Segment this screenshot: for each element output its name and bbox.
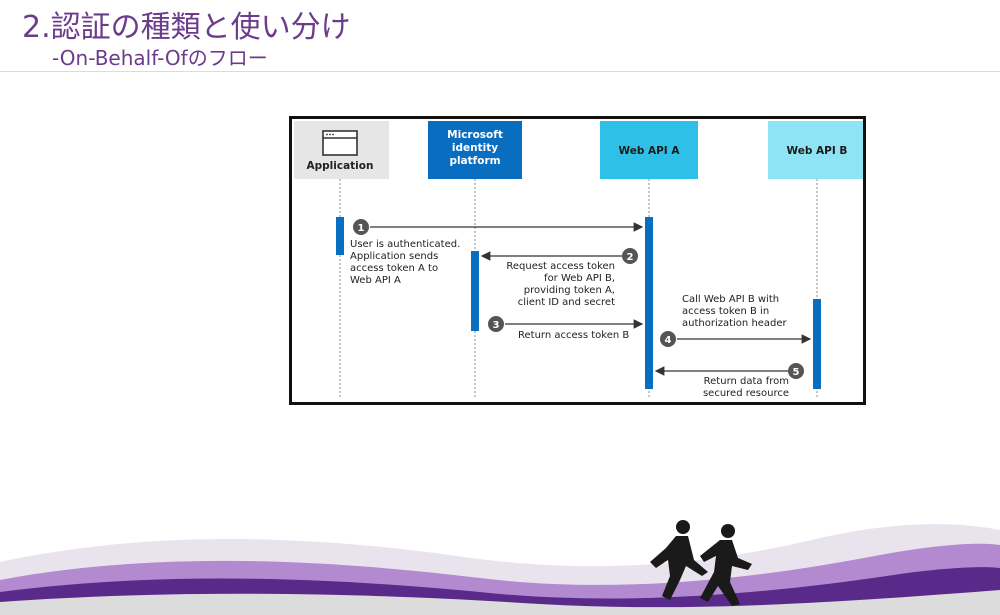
participant-identity-platform-box <box>428 121 522 179</box>
participant-web-api-a: Web API A <box>600 121 698 179</box>
step-1: 1 User is authenticated. Application sen… <box>350 219 644 286</box>
step-2: 2 Request access token for Web API B, pr… <box>480 248 638 308</box>
slide-title: 2.認証の種類と使い分け <box>22 10 351 45</box>
decorative-footer-wave <box>0 520 1000 615</box>
step-4-number: 4 <box>665 335 672 346</box>
step-5-circle <box>788 363 804 379</box>
participant-web-api-b-label: Web API B <box>787 145 848 157</box>
step-3-circle <box>488 316 504 332</box>
activation-web-api-a <box>645 217 653 389</box>
sequence-diagram-svg: Application Microsoft identity platform … <box>294 121 863 399</box>
runner-1-icon <box>650 520 708 600</box>
step-4-label-1: Call Web API B with <box>682 294 779 305</box>
participant-identity-platform: Microsoft identity platform <box>428 121 522 179</box>
step-1-label-3: access token A to <box>350 263 438 274</box>
activation-application <box>336 217 344 255</box>
step-3-number: 3 <box>493 320 500 331</box>
participant-identity-platform-label-1: Microsoft <box>447 129 503 141</box>
participant-identity-platform-label-2: identity <box>452 142 498 154</box>
step-2-label-3: providing token A, <box>524 285 615 296</box>
step-3-label-1: Return access token B <box>518 330 629 341</box>
step-1-circle <box>353 219 369 235</box>
activation-identity-platform <box>471 251 479 331</box>
participant-application-label: Application <box>307 160 374 172</box>
activation-web-api-b <box>813 299 821 389</box>
title-divider <box>0 71 1000 72</box>
step-2-label-4: client ID and secret <box>518 297 615 308</box>
step-3: 3 Return access token B <box>488 316 644 341</box>
participant-identity-platform-label-3: platform <box>449 155 500 167</box>
participant-application: Application <box>294 121 389 179</box>
obo-sequence-diagram: Application Microsoft identity platform … <box>289 116 866 405</box>
step-5-number: 5 <box>793 367 800 378</box>
slide-subtitle: -On-Behalf-Ofのフロー <box>52 46 268 70</box>
runner-2-icon <box>700 524 752 606</box>
step-4: 4 Call Web API B with access token B in … <box>660 294 812 347</box>
step-1-number: 1 <box>358 223 365 234</box>
participant-web-api-b: Web API B <box>768 121 863 179</box>
participant-web-api-b-box <box>768 121 863 179</box>
step-1-label-2: Application sends <box>350 251 438 262</box>
step-4-label-2: access token B in <box>682 306 769 317</box>
step-2-label-2: for Web API B, <box>544 273 615 284</box>
step-1-label-4: Web API A <box>350 275 401 286</box>
step-5-label-2: secured resource <box>703 388 789 399</box>
step-2-label-1: Request access token <box>506 261 615 272</box>
application-window-icon <box>322 130 358 156</box>
step-5-label-1: Return data from <box>704 376 789 387</box>
step-2-number: 2 <box>627 252 634 263</box>
step-5: 5 Return data from secured resource <box>654 363 804 399</box>
wave-base <box>0 590 1000 615</box>
step-4-circle <box>660 331 676 347</box>
step-2-circle <box>622 248 638 264</box>
participant-web-api-a-label: Web API A <box>618 145 680 157</box>
participant-web-api-a-box <box>600 121 698 179</box>
step-1-label-1: User is authenticated. <box>350 239 460 250</box>
step-4-label-3: authorization header <box>682 318 788 329</box>
